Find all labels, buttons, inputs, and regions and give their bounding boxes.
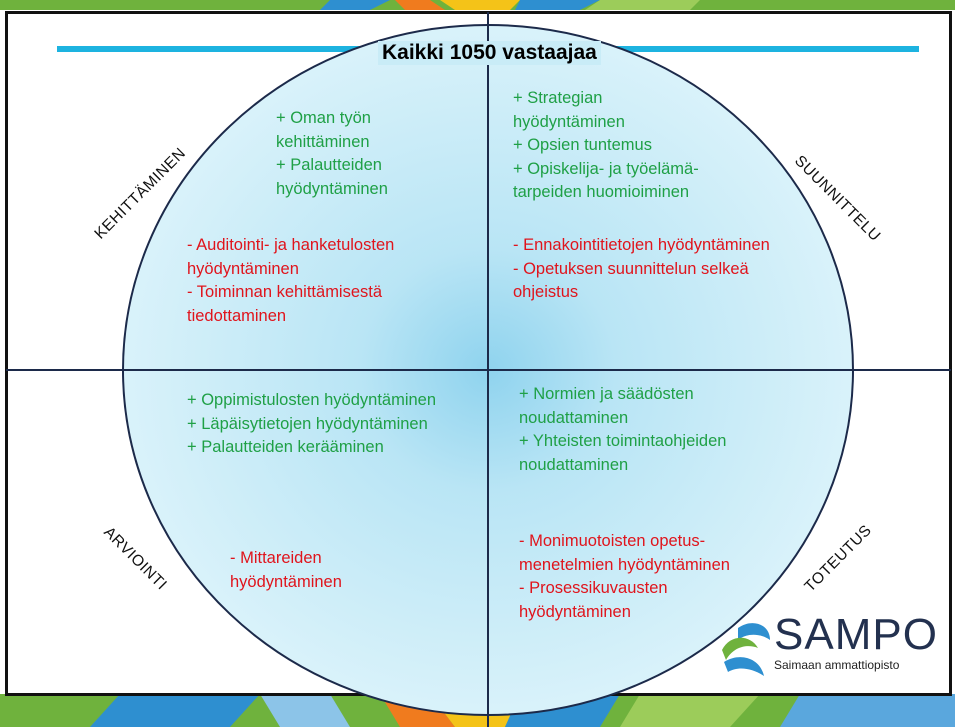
top-banner <box>0 0 955 10</box>
sampo-wordmark: SAMPO <box>774 610 938 659</box>
sampo-subtitle: Saimaan ammattiopisto <box>774 658 900 672</box>
sampo-logo-mark <box>722 623 770 676</box>
top-left-negatives: - Auditointi- ja hanketulosten hyödyntäm… <box>187 236 395 325</box>
top-right-positives: + Strategian hyödyntäminen + Opsien tunt… <box>513 89 699 201</box>
top-right-negatives: - Ennakointitietojen hyödyntäminen - Ope… <box>513 236 770 301</box>
bottom-right-negatives: - Monimuotoisten opetus- menetelmien hyö… <box>519 532 730 621</box>
bottom-left-negatives: - Mittareiden hyödyntäminen <box>230 549 342 591</box>
bottom-right-positives: + Normien ja säädösten noudattaminen + Y… <box>519 385 727 474</box>
bottom-left-positives: + Oppimistulosten hyödyntäminen + Läpäis… <box>187 391 437 456</box>
sampo-logo: SAMPO Saimaan ammattiopisto <box>768 610 943 678</box>
top-left-positives: + Oman työn kehittäminen + Palautteiden … <box>276 109 388 198</box>
diagram-title: Kaikki 1050 vastaajaa <box>378 41 601 65</box>
